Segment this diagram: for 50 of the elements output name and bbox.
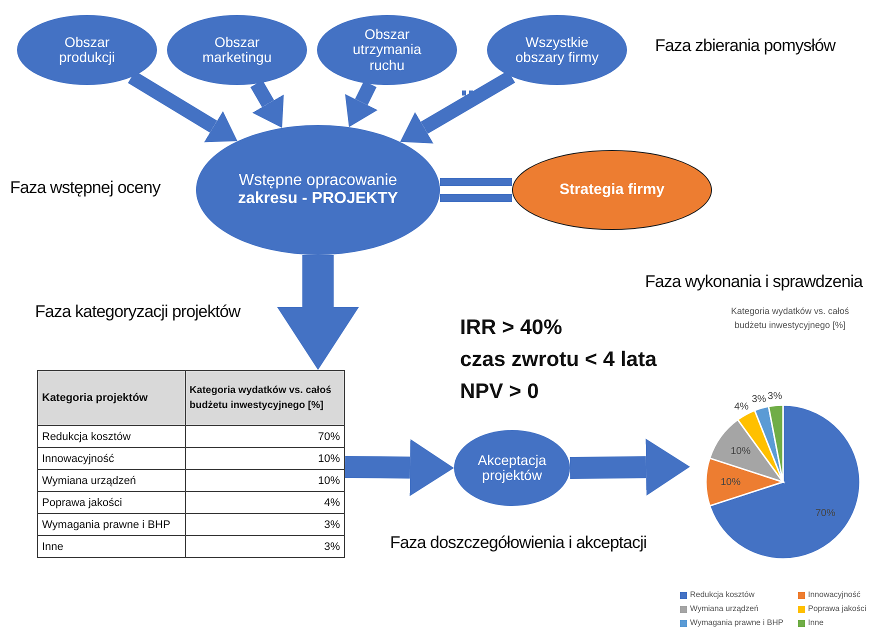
legend-label: Wymagania prawne i BHP [690,618,784,627]
block-arrow [345,80,378,128]
percentage-value: 70% [185,426,344,448]
percentage-value: 4% [185,492,344,514]
criterion-text: NPV > 0 [460,380,539,404]
percentage-value: 10% [185,448,344,470]
legend-label: Redukcja kosztów [690,590,754,599]
category-name: Redukcja kosztów [38,426,186,448]
legend-label: Innowacyjność [808,590,860,599]
data-table [37,370,345,558]
phase-label: Faza zbierania pomysłów [655,36,836,56]
column-header: Kategoria wydatków vs. całoś budżetu inwestycyjnego [%] [185,370,344,426]
criterion-text: czas zwrotu < 4 lata [460,348,657,372]
criterion-text: IRR > 40% [460,316,562,340]
category-name: Innowacyjność [38,448,186,470]
percentage-value: 3% [185,536,344,558]
node-label: Obszar utrzymania ruchu [352,26,422,74]
node-label: Strategia firmy [559,182,665,198]
data-label: 3% [768,391,782,402]
column-header: Kategoria projektów [38,370,186,426]
legend-label: Wymiana urządzeń [690,604,758,613]
node-label: Akceptacja projektów [476,452,548,484]
phase-label: Faza doszczegółowienia i akceptacji [390,533,647,553]
category-name: Inne [38,536,186,558]
chart-title: Kategoria wydatków vs. całoś budżetu inwestycyjnego [%] [730,305,850,332]
node-label: Wszystkie obszary firmy [514,34,600,66]
category-name: Poprawa jakości [38,492,186,514]
data-label: 3% [752,394,766,406]
phase-label: Faza wykonania i sprawdzenia [645,272,863,292]
category-name: Wymagania prawne i BHP [38,514,186,536]
block-arrow [277,255,359,370]
block-arrow [344,438,454,496]
node-label: Wstępne opracowanie zakresu - PROJEKTY [236,172,400,208]
percentage-value: 3% [185,514,344,536]
data-label: 70% [815,508,836,519]
phase-label: Faza kategoryzacji projektów [35,302,240,322]
node-label: Obszar produkcji [58,34,116,66]
block-arrow [128,71,238,142]
data-label: 10% [720,477,741,488]
block-arrow [400,70,516,144]
percentage-value: 10% [185,470,344,492]
data-label: 4% [734,401,749,412]
legend-label: Inne [808,618,824,627]
legend-label: Poprawa jakości [808,604,866,613]
block-arrow [250,80,284,128]
data-label: 10% [730,446,751,458]
phase-label: Faza wstępnej oceny [10,178,160,198]
category-name: Wymiana urządzeń [38,470,186,492]
node-label: Obszar marketingu [201,34,273,66]
block-arrow [570,438,690,496]
